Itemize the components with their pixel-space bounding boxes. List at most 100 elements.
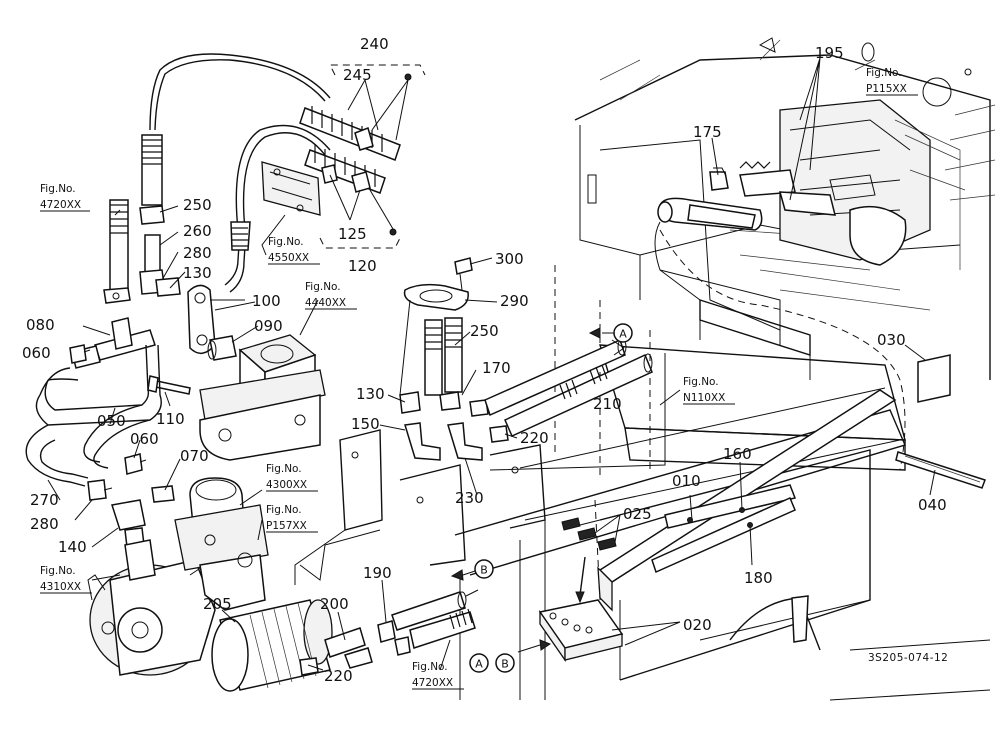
clamp-060-b — [124, 453, 147, 475]
callout-175: 175 — [693, 123, 722, 141]
callout-040: 040 — [918, 496, 947, 514]
callout-110: 110 — [156, 410, 185, 428]
callout-160: 160 — [723, 445, 752, 463]
fig-ref-4440: Fig.No. 4440XX — [305, 281, 357, 310]
callout-020: 020 — [683, 616, 712, 634]
svg-text:N110XX: N110XX — [683, 392, 725, 404]
callout-290: 290 — [500, 292, 529, 310]
mount-brackets — [294, 429, 546, 585]
callout-200: 200 — [320, 595, 349, 613]
fig-ref-4720-left: Fig.No. 4720XX — [40, 183, 90, 212]
svg-text:4720XX: 4720XX — [412, 677, 453, 689]
callout-250: 250 — [183, 196, 212, 214]
svg-text:P157XX: P157XX — [266, 520, 307, 532]
svg-text:Fig.No.: Fig.No. — [866, 67, 902, 79]
clamp-130-b — [399, 391, 421, 414]
hose-4720-left — [103, 134, 181, 304]
callout-labels: 240 245 125 120 250 260 280 130 100 090 … — [22, 35, 947, 685]
svg-text:Fig.No.: Fig.No. — [266, 463, 302, 475]
callout-120: 120 — [348, 257, 377, 275]
callout-100: 100 — [252, 292, 281, 310]
callout-150: 150 — [351, 415, 380, 433]
svg-text:Fig.No.: Fig.No. — [40, 565, 76, 577]
svg-text:Fig.No.: Fig.No. — [412, 661, 448, 673]
svg-text:Fig.No.: Fig.No. — [40, 183, 76, 195]
bolt-300 — [454, 257, 473, 291]
leader-lines — [47, 57, 936, 671]
engine-top-assembly — [654, 99, 966, 301]
svg-text:4300XX: 4300XX — [266, 479, 307, 491]
elbow-150 — [404, 422, 441, 461]
fig-ref-4310: Fig.No. 4310XX — [40, 565, 92, 594]
callout-130: 130 — [356, 385, 385, 403]
callout-210: 210 — [593, 395, 622, 413]
hose-190 — [377, 589, 479, 656]
callout-070: 070 — [180, 447, 209, 465]
connector-a-bottom: A — [469, 653, 489, 673]
fig-ref-P115: Fig.No. P115XX — [866, 67, 918, 96]
callout-060: 060 — [22, 344, 51, 362]
elbow-140 — [111, 499, 146, 548]
svg-text:P115XX: P115XX — [866, 83, 907, 95]
fitting-070 — [151, 485, 175, 503]
clamp-170 — [439, 391, 489, 417]
callout-170: 170 — [482, 359, 511, 377]
callout-280: 280 — [183, 244, 212, 262]
svg-text:Fig.No.: Fig.No. — [305, 281, 341, 293]
callout-300: 300 — [495, 250, 524, 268]
fig-ref-4550: Fig.No. 4550XX — [268, 236, 320, 265]
callout-220: 220 — [324, 667, 353, 685]
rail-set — [597, 389, 897, 612]
fig-ref-N110: Fig.No. N110XX — [683, 376, 735, 405]
heater-hose-upper — [149, 53, 412, 161]
callout-050: 050 — [97, 412, 126, 430]
connector-b-mid: B — [474, 559, 494, 579]
group-bracket-120 — [319, 237, 401, 249]
clamp-280-b — [87, 479, 113, 501]
heater-hose-lower — [224, 124, 397, 293]
connector-a-top: A — [613, 323, 633, 343]
water-pump — [87, 539, 216, 676]
filter-205 — [211, 599, 333, 692]
callout-230: 230 — [455, 489, 484, 507]
elbow-230 — [447, 422, 483, 461]
callout-180: 180 — [744, 569, 773, 587]
pipe-210 — [484, 338, 653, 437]
drawing-code: 3S205-074-12 — [868, 652, 948, 664]
callout-245: 245 — [343, 66, 372, 84]
bracket-290 — [399, 283, 469, 396]
callout-140: 140 — [58, 538, 87, 556]
connector-a-label: A — [619, 328, 627, 341]
callout-280: 280 — [30, 515, 59, 533]
callout-010: 010 — [672, 472, 701, 490]
callout-220: 220 — [520, 429, 549, 447]
hose-pair-250 — [424, 317, 463, 396]
connector-b-bottom: B — [495, 653, 515, 673]
svg-text:4440XX: 4440XX — [305, 297, 346, 309]
hose-270 — [25, 404, 151, 487]
group-bracket-240 — [329, 64, 426, 76]
figure-references: Fig.No. 4720XX Fig.No. 4550XX Fig.No. 44… — [40, 67, 918, 690]
callout-090: 090 — [254, 317, 283, 335]
callout-205: 205 — [203, 595, 232, 613]
callout-195: 195 — [815, 44, 844, 62]
rod-040 — [895, 451, 986, 489]
spacers-025 — [561, 517, 617, 551]
svg-text:4310XX: 4310XX — [40, 581, 81, 593]
callout-260: 260 — [183, 222, 212, 240]
callout-060: 060 — [130, 430, 159, 448]
callout-190: 190 — [363, 564, 392, 582]
callout-030: 030 — [877, 331, 906, 349]
connector-a-label: A — [475, 658, 483, 671]
svg-text:Fig.No.: Fig.No. — [266, 504, 302, 516]
callout-125: 125 — [338, 225, 367, 243]
pump-body-4300 — [174, 477, 269, 611]
floor-detail — [729, 595, 991, 701]
clamp-060-a — [69, 344, 91, 364]
callout-025: 025 — [623, 505, 652, 523]
fig-ref-4720-bottom: Fig.No. 4720XX — [412, 661, 464, 690]
connector-b-label: B — [501, 658, 509, 671]
svg-text:Fig.No.: Fig.No. — [268, 236, 304, 248]
fig-ref-P157: Fig.No. P157XX — [266, 504, 318, 533]
